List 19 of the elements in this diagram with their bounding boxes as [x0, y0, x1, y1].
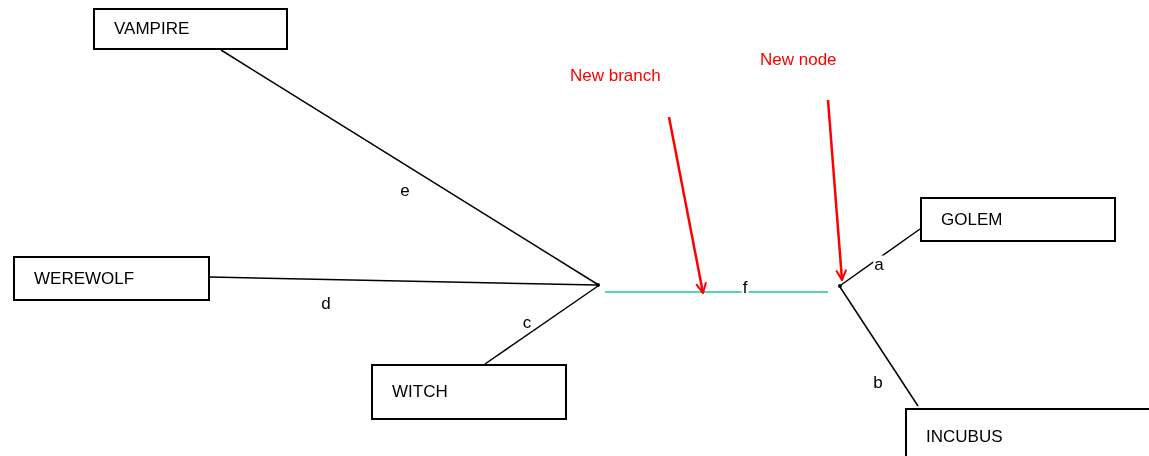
annotation-text: New node — [760, 48, 872, 72]
name-box: GOLEM — [920, 197, 1116, 242]
edge-label: a — [873, 255, 885, 273]
connector-line — [840, 228, 921, 286]
connector-line — [220, 49, 598, 285]
connector-line — [209, 276, 598, 286]
connector-line — [604, 291, 829, 293]
leader-line — [826, 99, 848, 281]
name-box: INCUBUS — [905, 408, 1149, 456]
edge-label: b — [872, 373, 884, 391]
name-box: VAMPIRE — [93, 8, 288, 50]
connector-line — [484, 285, 599, 365]
connector-line — [839, 286, 919, 407]
edge-label: f — [741, 278, 749, 296]
name-box: WEREWOLF — [13, 256, 210, 301]
edge-label: d — [320, 294, 332, 312]
annotation-text: New branch — [570, 64, 700, 88]
leader-line — [667, 116, 707, 294]
name-box: WITCH — [371, 364, 567, 420]
